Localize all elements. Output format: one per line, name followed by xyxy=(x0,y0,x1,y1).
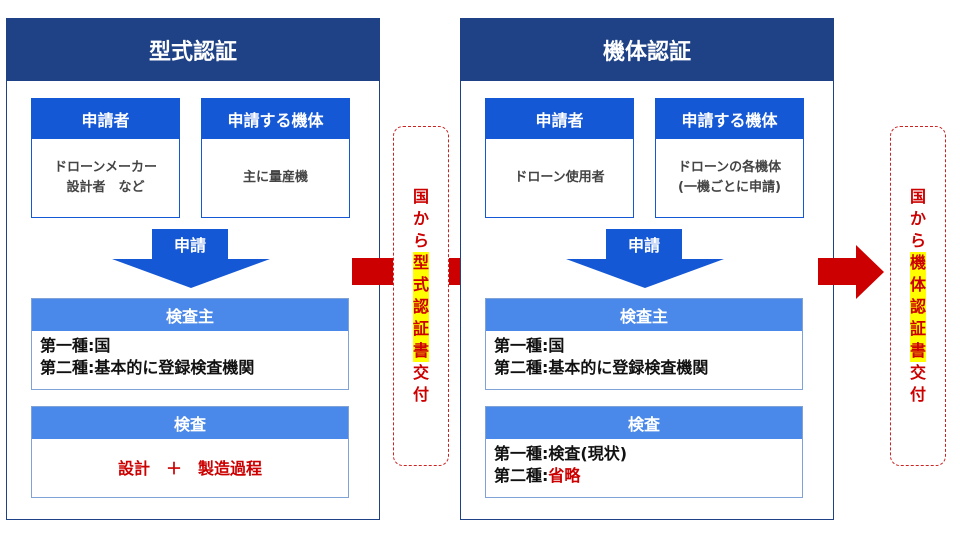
type-certification-panel: 型式認証 申請者 ドローンメーカー設計者 など 申請する機体 主に量産機 申請 … xyxy=(6,18,380,520)
inspector-line: 第二種:基本的に登録検査機関 xyxy=(494,358,709,377)
inspection-box: 検査 設計 ＋ 製造過程 xyxy=(31,406,349,498)
char: 交 xyxy=(909,363,926,382)
inspector-header: 検査主 xyxy=(32,299,348,331)
aircraft-line: (一機ごとに申請) xyxy=(678,180,781,195)
aircraft-box: 申請する機体 主に量産機 xyxy=(201,98,350,218)
apply-label: 申請 xyxy=(627,236,660,255)
inspection-line: 第一種:検査(現状) xyxy=(494,444,628,463)
apply-arrow xyxy=(566,229,724,288)
inspection-text: 設計 ＋ 製造過程 xyxy=(117,459,262,478)
aircraft-line: ドローンの各機体 xyxy=(677,160,782,175)
aircraft-cert-issuance: 国から 機体認証書 交付 xyxy=(890,126,946,466)
inspection-header: 検査 xyxy=(486,407,802,439)
char: 証 xyxy=(412,318,429,340)
char: か xyxy=(412,209,429,228)
char: 書 xyxy=(412,340,429,362)
type-cert-issuance: 国から 型式認証書 交付 xyxy=(393,126,449,466)
inspector-line: 第一種:国 xyxy=(40,336,111,355)
char: 認 xyxy=(412,296,429,318)
inspection-omitted: 省略 xyxy=(548,466,581,485)
char: 機 xyxy=(909,252,926,274)
inspector-box: 検査主 第一種:国第二種:基本的に登録検査機関 xyxy=(31,298,349,390)
apply-label: 申請 xyxy=(173,236,206,255)
aircraft-line: 主に量産機 xyxy=(242,170,308,185)
aircraft-certification-panel: 機体認証 申請者 ドローン使用者 申請する機体 ドローンの各機体 (一機ごとに申請… xyxy=(460,18,834,520)
inspector-header: 検査主 xyxy=(486,299,802,331)
char: 体 xyxy=(909,274,926,296)
char: ら xyxy=(909,231,926,250)
panel-title: 機体認証 xyxy=(461,19,833,81)
red-arrow-2 xyxy=(818,245,884,299)
char: 交 xyxy=(412,363,429,382)
char: ら xyxy=(412,231,429,250)
inspector-line: 第二種:基本的に登録検査機関 xyxy=(40,358,255,377)
panel-title: 型式認証 xyxy=(7,19,379,81)
inspection-header: 検査 xyxy=(32,407,348,439)
inspector-box: 検査主 第一種:国第二種:基本的に登録検査機関 xyxy=(485,298,803,390)
applicant-header: 申請者 xyxy=(32,99,179,139)
char: か xyxy=(909,209,926,228)
aircraft-header: 申請する機体 xyxy=(656,99,803,139)
char: 型 xyxy=(412,252,429,274)
char: 付 xyxy=(412,385,429,404)
char: 式 xyxy=(412,274,429,296)
char: 認 xyxy=(909,296,926,318)
char: 国 xyxy=(909,187,926,206)
inspection-line-prefix: 第二種: xyxy=(494,466,549,485)
aircraft-header: 申請する機体 xyxy=(202,99,349,139)
char: 書 xyxy=(909,340,926,362)
aircraft-box: 申請する機体 ドローンの各機体 (一機ごとに申請) xyxy=(655,98,804,218)
char: 付 xyxy=(909,385,926,404)
apply-arrow xyxy=(112,229,270,288)
applicant-line: 設計者 など xyxy=(66,180,145,195)
inspector-line: 第一種:国 xyxy=(494,336,565,355)
applicant-line: ドローン使用者 xyxy=(514,170,605,185)
applicant-box: 申請者 ドローン使用者 xyxy=(485,98,634,218)
inspection-box: 検査 第一種:検査(現状) 第二種:省略 xyxy=(485,406,803,498)
char: 国 xyxy=(412,187,429,206)
char: 証 xyxy=(909,318,926,340)
applicant-box: 申請者 ドローンメーカー設計者 など xyxy=(31,98,180,218)
applicant-line: ドローンメーカー xyxy=(54,160,157,175)
applicant-header: 申請者 xyxy=(486,99,633,139)
